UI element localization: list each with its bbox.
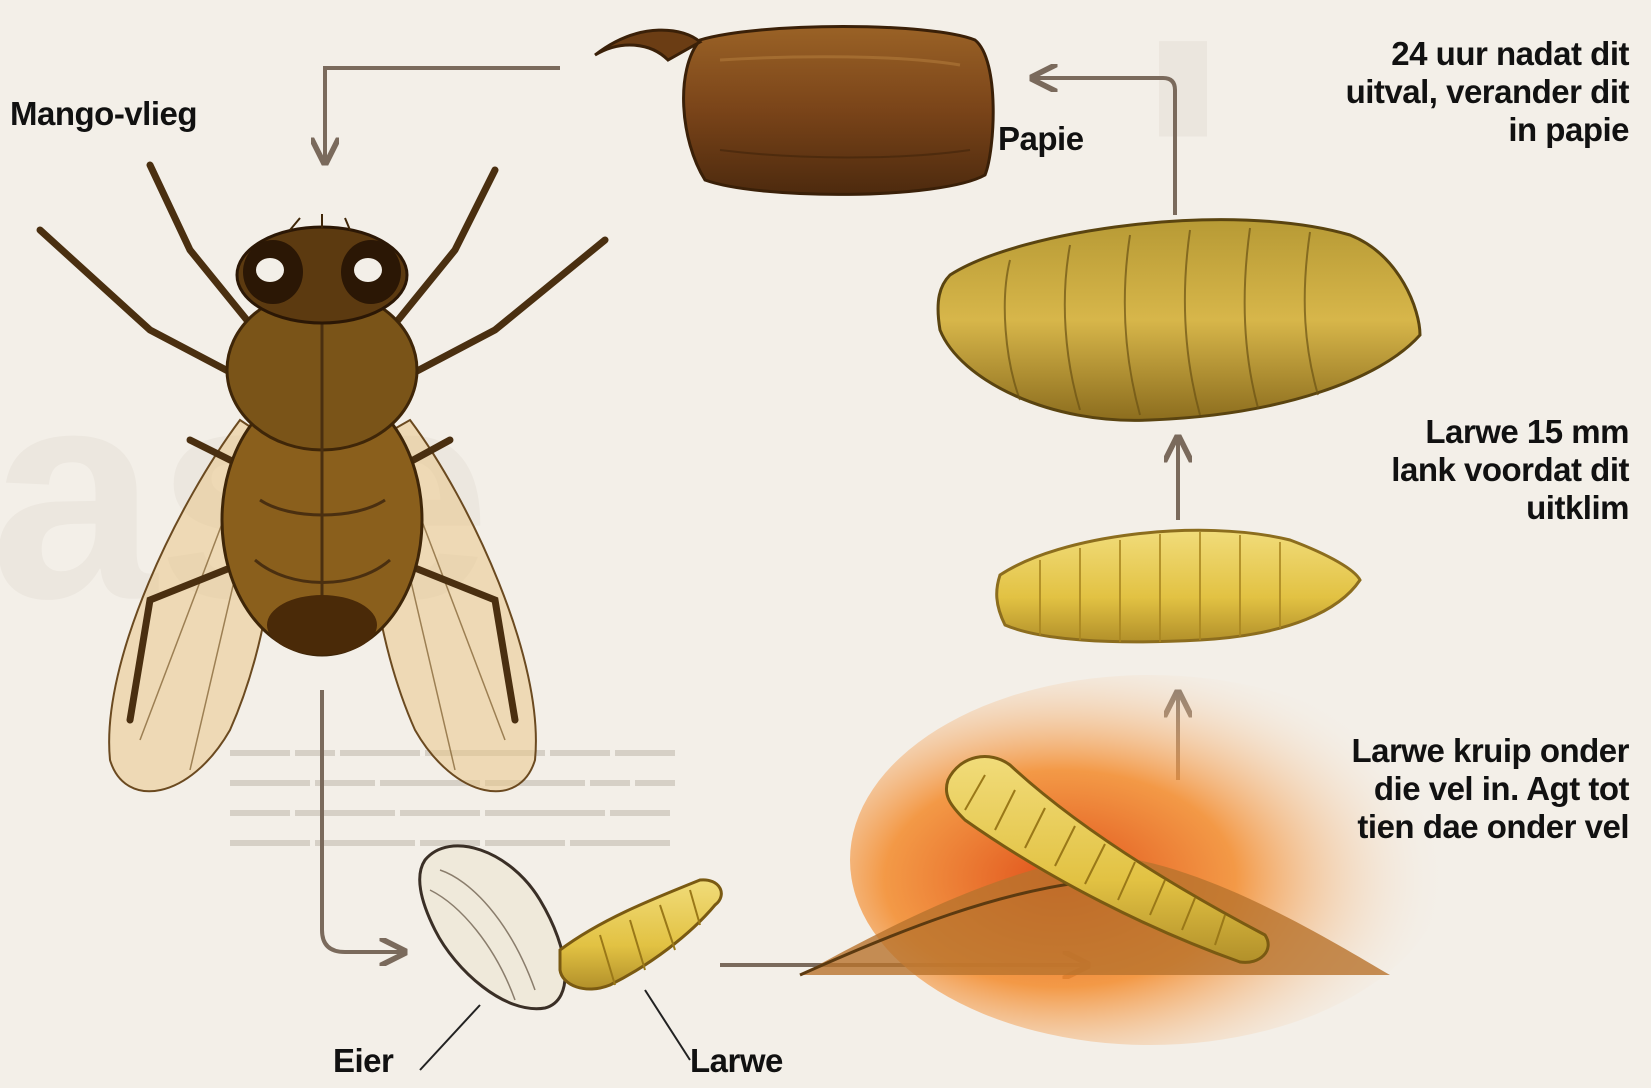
label-larva-skin-line-3: tien dae onder vel xyxy=(1209,808,1629,846)
label-larva-grown-line-3: uitklim xyxy=(1209,489,1629,527)
label-pupa-note-line-1: 24 uur nadat dit xyxy=(1129,35,1629,73)
label-pupa-note-line-3: in papie xyxy=(1129,111,1629,149)
label-larva-grown: Larwe 15 mm lank voordat dit uitklim xyxy=(1209,413,1629,527)
pupa-illustration xyxy=(595,27,993,195)
label-larva-skin: Larwe kruip onder die vel in. Agt tot ti… xyxy=(1209,732,1629,846)
label-pupa-note-line-2: uitval, verander dit xyxy=(1129,73,1629,111)
arrow-pupa-to-fly xyxy=(325,68,560,160)
label-pupa-note: 24 uur nadat dit uitval, verander dit in… xyxy=(1129,35,1629,149)
label-pupa: Papie xyxy=(998,120,1084,158)
label-larva-skin-line-2: die vel in. Agt tot xyxy=(1209,770,1629,808)
label-larva-grown-line-1: Larwe 15 mm xyxy=(1209,413,1629,451)
label-mango-fly: Mango-vlieg xyxy=(10,95,197,133)
label-larva-grown-line-2: lank voordat dit xyxy=(1209,451,1629,489)
larva-15mm-illustration xyxy=(997,530,1360,642)
egg-illustration xyxy=(420,846,565,1009)
arrow-fly-to-eggs xyxy=(322,690,402,952)
label-larva: Larwe xyxy=(690,1042,783,1080)
label-eggs: Eier xyxy=(333,1042,393,1080)
small-larva-illustration xyxy=(560,880,721,989)
label-larva-skin-line-1: Larwe kruip onder xyxy=(1209,732,1629,770)
grown-larva-illustration xyxy=(938,220,1420,421)
